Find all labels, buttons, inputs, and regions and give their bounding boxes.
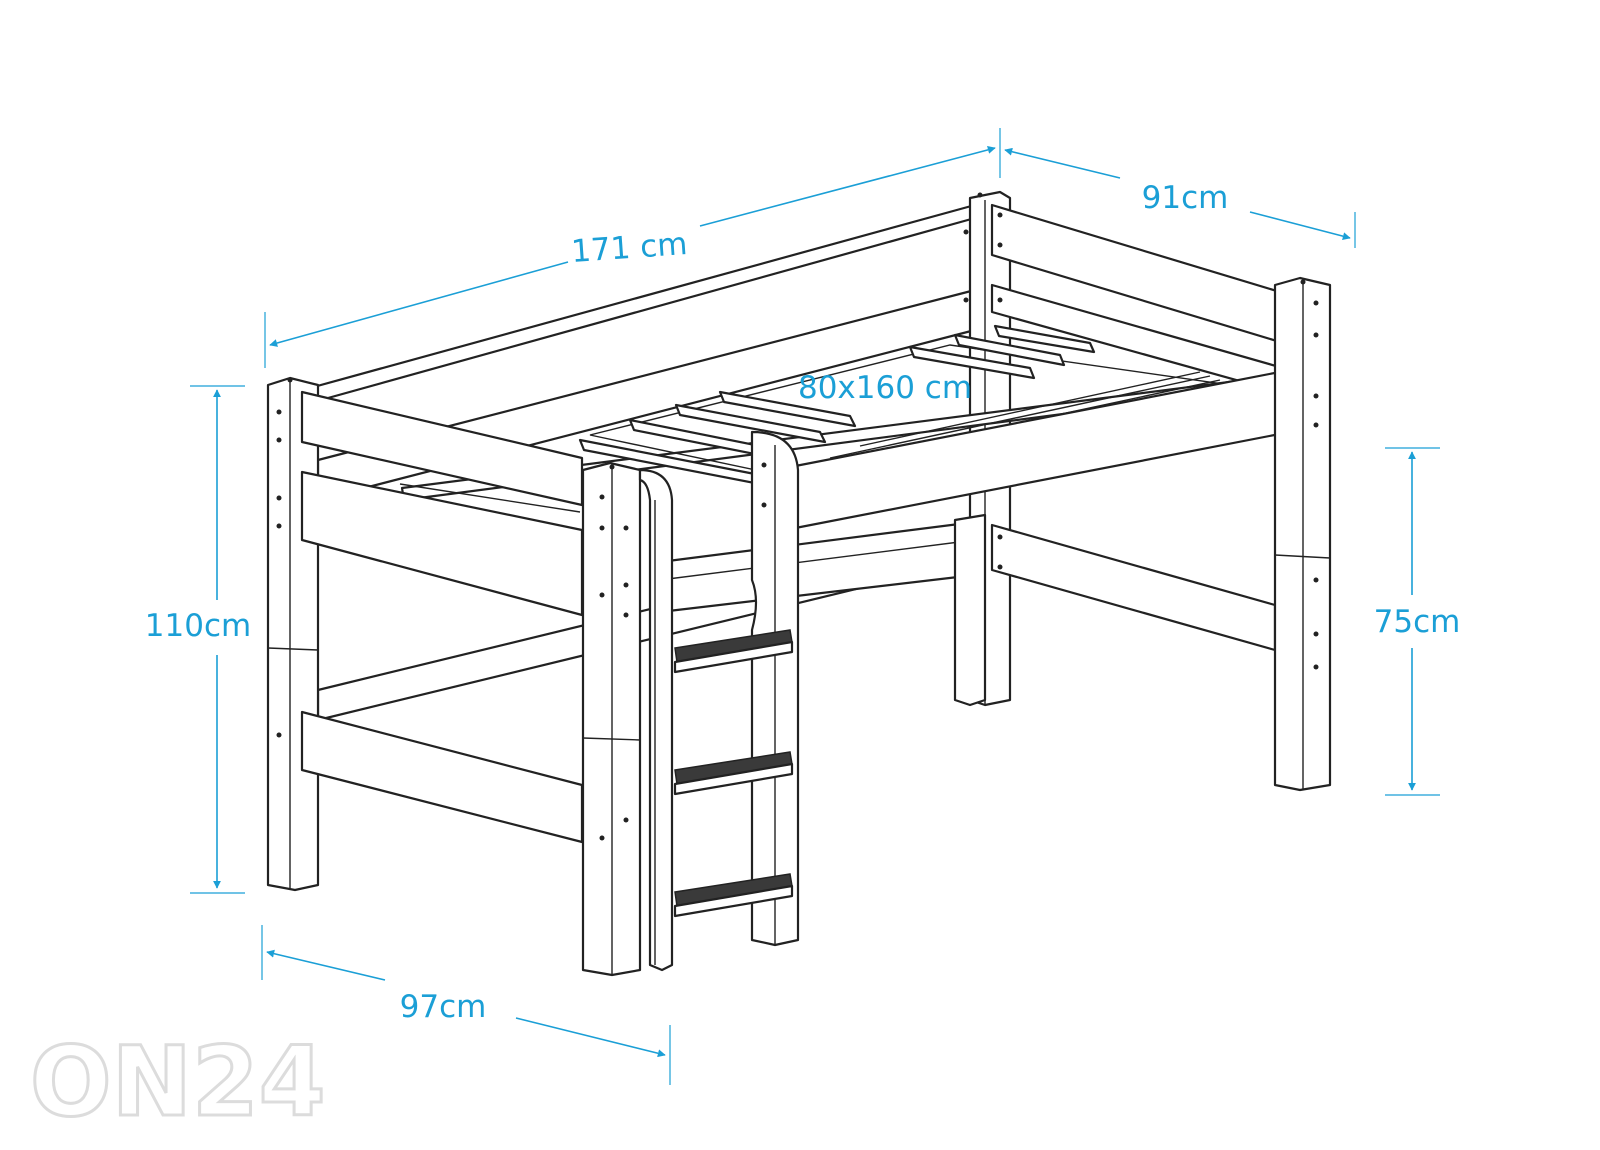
slat-line [399,483,581,513]
bolt-hole [1313,300,1319,306]
bolt-hole [623,612,629,618]
bolt-hole [997,534,1003,540]
slat [718,390,857,428]
left-end-lower-rail [300,710,584,844]
post-back-right-top-hole [977,192,983,198]
slat-line [829,375,1211,459]
bolt-hole [276,732,282,738]
post-front-right-group [1273,276,1332,792]
ladder-stile-left [638,468,674,972]
post-middle-front-group [581,461,642,977]
bolt-hole [1313,332,1319,338]
bolt-hole [599,525,605,531]
dim-front-width-label: 97cm [400,989,487,1025]
dim-under-height-label: 75cm [1374,604,1461,640]
bolt-hole [963,229,969,235]
slat-line [859,371,1201,447]
bolt-hole [997,212,1003,218]
bolt-hole [599,494,605,500]
bolt-hole [599,835,605,841]
dimensions: 171 cm 91cm 80x160 cm 110cm 75cm 97cm [145,128,1461,1085]
dim-front-width-line-right [515,1017,666,1058]
bolt-hole [1313,393,1319,399]
dim-length-line-right [699,145,996,227]
ladder [638,430,800,972]
bolt-hole [599,592,605,598]
dim-total-height-label: 110cm [145,608,251,644]
dim-depth-label: 91cm [1142,180,1229,216]
left-end-frame [266,376,584,892]
bolt-hole [1313,577,1319,583]
bolt-hole [997,564,1003,570]
post-front-left [266,376,320,892]
slat [674,403,827,444]
post-front-right-joint [1274,554,1331,559]
bolt-hole [997,242,1003,248]
bolt-hole [623,582,629,588]
dim-mattress-label: 80x160 cm [798,370,972,406]
watermark-logo: ON24 [30,1026,326,1138]
bolt-hole [761,502,767,508]
ladder-step-1-front [673,640,794,674]
post-middle-front-joint [582,737,641,741]
bolt-hole [276,409,282,415]
ladder-step-2-front [673,762,794,796]
bolt-hole [276,437,282,443]
bolt-hole [623,817,629,823]
bolt-hole [1313,631,1319,637]
bolt-hole [761,462,767,468]
bolt-hole [276,523,282,529]
bolt-hole [963,297,969,303]
bolt-hole [1313,664,1319,670]
post-front-middle [953,513,987,707]
post-top-hole [1300,279,1306,285]
slat [953,333,1066,367]
slat [908,345,1036,380]
post-top-hole [609,464,615,470]
dim-length-label: 171 cm [570,226,688,270]
ladder-step-3-front [673,884,794,918]
post-front-left-joint [267,647,319,651]
dim-depth-line-left [1004,147,1121,179]
dim-length-line-left [269,261,569,347]
bolt-hole [997,297,1003,303]
dim-depth-line-right [1249,211,1351,241]
post-top-hole [287,377,293,383]
dim-front-width-line-left [266,949,386,981]
slat [993,324,1096,354]
bolt-hole [1313,422,1319,428]
bolt-hole [276,495,282,501]
right-lower-rail [990,523,1277,652]
bolt-hole [623,525,629,531]
front-under-rail-edge [659,539,976,581]
